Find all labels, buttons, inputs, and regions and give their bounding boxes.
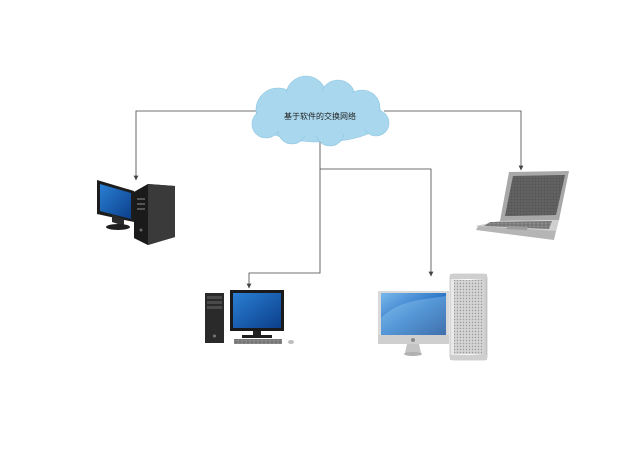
connector-to-desktop (246, 142, 321, 289)
cloud-label: 基于软件的交换网络 (284, 111, 356, 121)
connector-to-workstation (133, 110, 258, 181)
laptop-icon (475, 171, 569, 240)
monitor-with-tower-icon (97, 180, 175, 245)
connector-to-laptop (384, 110, 524, 171)
cloud-shape (251, 75, 390, 147)
connector-to-imac (320, 168, 434, 277)
desktop-computer-icon (205, 290, 294, 344)
imac-with-mac-pro-icon (378, 273, 488, 361)
